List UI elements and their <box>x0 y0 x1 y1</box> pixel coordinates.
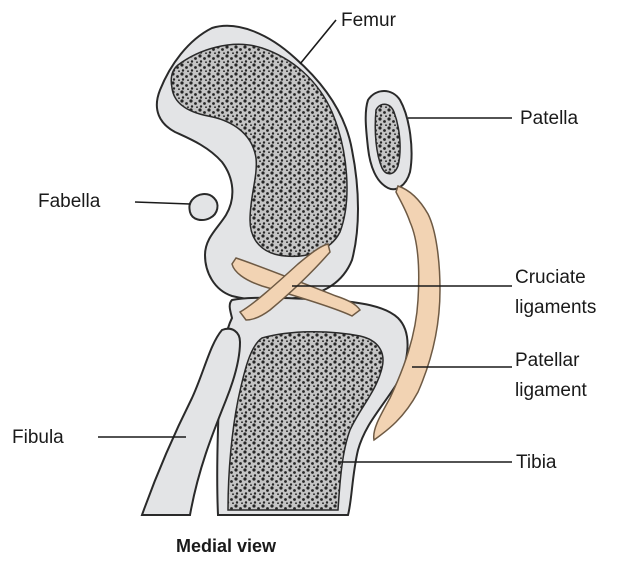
label-patella: Patella <box>520 108 579 129</box>
fabella <box>189 194 217 220</box>
label-patellar-line2: ligament <box>515 380 588 401</box>
label-cruciate-line1: Cruciate <box>515 267 586 288</box>
caption: Medial view <box>176 536 277 556</box>
leader-femur <box>300 20 336 64</box>
label-cruciate-line2: ligaments <box>515 297 596 318</box>
leader-fabella <box>135 202 190 204</box>
femur <box>157 26 358 300</box>
label-patellar-line1: Patellar <box>515 350 580 371</box>
label-fabella: Fabella <box>38 191 101 212</box>
patella <box>366 91 412 189</box>
label-fibula: Fibula <box>12 427 64 448</box>
label-tibia: Tibia <box>516 452 557 473</box>
tibia <box>217 298 407 515</box>
label-femur: Femur <box>341 10 397 31</box>
